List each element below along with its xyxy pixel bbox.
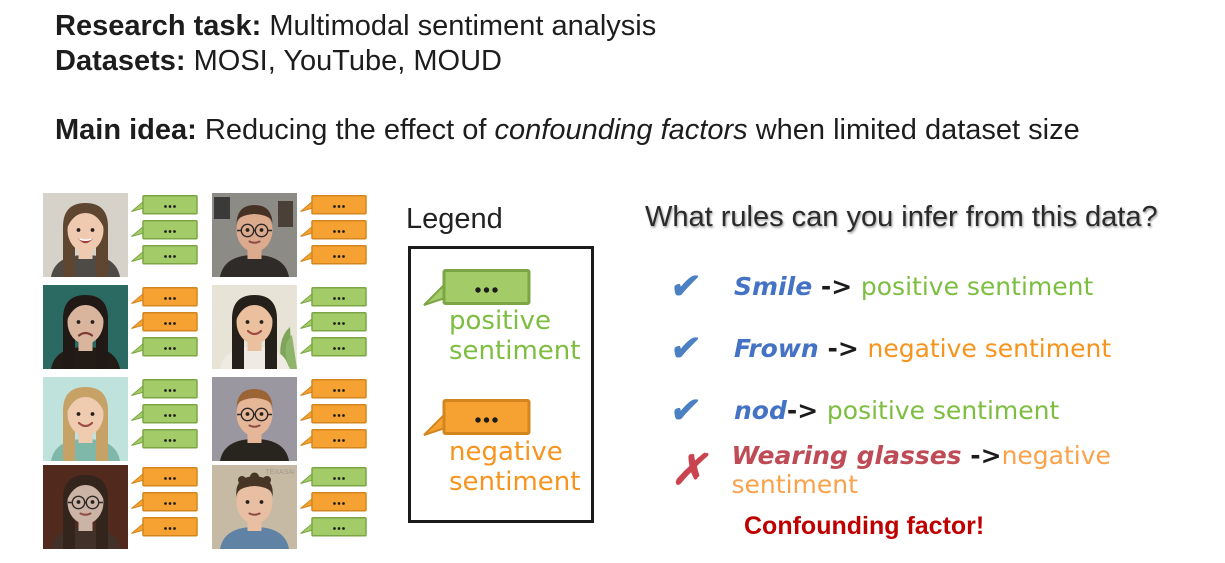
rule-feature: nod xyxy=(734,395,787,425)
rule-feature: Wearing glasses xyxy=(731,441,962,470)
face-woman-with-glasses xyxy=(43,465,128,549)
main-idea-italic: confounding factors xyxy=(494,114,748,146)
face-frowning-woman-dark-hair xyxy=(43,285,128,369)
rule-result: negative sentiment xyxy=(867,333,1112,363)
face-smiling-woman-brown-hair xyxy=(43,193,128,277)
rule-result: positive sentiment xyxy=(826,395,1060,425)
legend-label-positive: positive sentiment xyxy=(449,306,581,366)
main-idea-text: Reducing the effect of xyxy=(196,114,495,146)
legend-title: Legend xyxy=(406,203,503,235)
datasets-label: Datasets: xyxy=(55,45,186,77)
legend-bubble-positive xyxy=(421,269,531,316)
speech-bubble-positive xyxy=(299,517,367,537)
legend-bubble-negative xyxy=(421,399,531,446)
rule-feature: Frown xyxy=(734,333,819,363)
research-task-value: Multimodal sentiment analysis xyxy=(261,10,657,42)
rule-text: nod-> positive sentiment xyxy=(734,396,1059,425)
rule-row-wearing-glasses: ✗ Wearing glasses ->negative sentiment xyxy=(671,441,1225,499)
rule-arrow: -> xyxy=(786,395,827,425)
speech-bubble-positive xyxy=(299,312,367,332)
rule-result: negative sentiment xyxy=(731,441,1111,499)
speech-bubble-negative xyxy=(130,492,198,512)
speech-bubble-negative xyxy=(130,287,198,307)
speech-bubble-negative xyxy=(299,379,367,399)
speech-bubble-positive xyxy=(130,220,198,240)
legend-label-negative: negative sentiment xyxy=(449,437,581,497)
speech-bubble-positive xyxy=(130,245,198,265)
speech-bubble-negative xyxy=(299,492,367,512)
check-icon: ✔ xyxy=(668,266,704,306)
speech-bubble-positive xyxy=(130,404,198,424)
face-man-glasses-dark-shirt xyxy=(212,193,297,277)
speech-bubble-positive xyxy=(130,379,198,399)
main-idea-label: Main idea: xyxy=(55,114,197,146)
rules-question: What rules can you infer from this data? xyxy=(645,201,1158,233)
rule-arrow: -> xyxy=(818,333,868,363)
speech-bubble-negative xyxy=(299,429,367,449)
speech-bubble-negative xyxy=(130,312,198,332)
speech-bubble-negative xyxy=(130,517,198,537)
datasets-value: MOSI, YouTube, MOUD xyxy=(185,45,502,77)
rule-text: Wearing glasses ->negative sentiment xyxy=(732,441,1225,499)
speech-bubble-positive xyxy=(299,337,367,357)
face-smiling-blonde-woman xyxy=(43,377,128,461)
face-man-blue-shirt: TEXASAI xyxy=(212,465,297,549)
main-idea-line: Main idea: Reducing the effect of confou… xyxy=(55,113,1080,147)
rule-arrow: -> xyxy=(961,441,1002,470)
speech-bubble-negative xyxy=(299,245,367,265)
rule-text: Frown -> negative sentiment xyxy=(734,334,1111,363)
speech-bubble-positive xyxy=(299,287,367,307)
rule-row-smile: ✔ Smile -> positive sentiment xyxy=(668,266,1093,306)
speech-bubble-positive xyxy=(299,467,367,487)
check-icon: ✔ xyxy=(668,328,704,368)
speech-bubble-positive xyxy=(130,429,198,449)
research-task-line: Research task: Multimodal sentiment anal… xyxy=(55,9,656,43)
rule-text: Smile -> positive sentiment xyxy=(734,272,1093,301)
legend-box: positive sentiment negative sentiment xyxy=(408,246,594,523)
speech-bubble-negative xyxy=(299,404,367,424)
speech-bubble-positive xyxy=(130,337,198,357)
speech-bubble-negative xyxy=(130,467,198,487)
rule-result: positive sentiment xyxy=(860,271,1094,301)
main-idea-text-end: when limited dataset size xyxy=(747,114,1080,146)
rule-row-nod: ✔ nod-> positive sentiment xyxy=(668,390,1059,430)
speech-bubble-negative xyxy=(299,195,367,215)
svg-text:TEXASAI: TEXASAI xyxy=(265,469,295,476)
check-icon: ✔ xyxy=(668,390,704,430)
datasets-line: Datasets: MOSI, YouTube, MOUD xyxy=(55,44,502,78)
face-smiling-asian-woman xyxy=(212,285,297,369)
rule-row-frown: ✔ Frown -> negative sentiment xyxy=(668,328,1111,368)
speech-bubble-positive xyxy=(130,195,198,215)
rule-feature: Smile xyxy=(734,271,813,301)
research-task-label: Research task: xyxy=(55,10,262,42)
speech-bubble-negative xyxy=(299,220,367,240)
confounding-factor-callout: Confounding factor! xyxy=(744,512,985,540)
cross-icon: ✗ xyxy=(671,446,707,493)
face-man-glasses-ginger-hair xyxy=(212,377,297,461)
rule-arrow: -> xyxy=(812,271,861,301)
